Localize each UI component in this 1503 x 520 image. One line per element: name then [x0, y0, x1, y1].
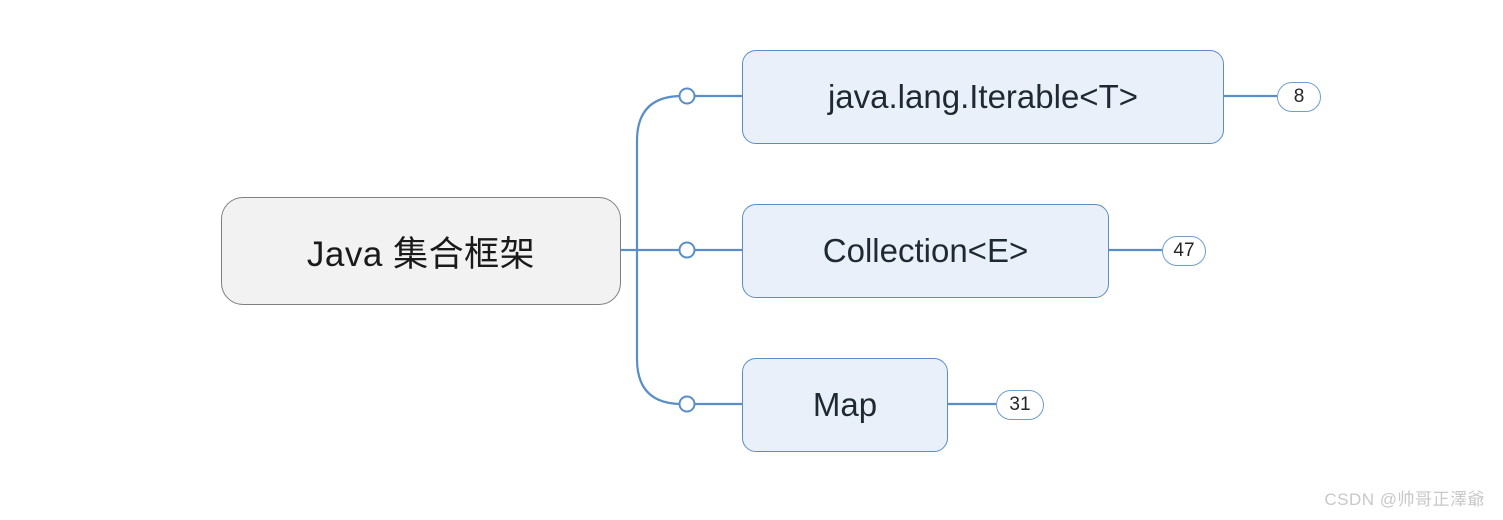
mindmap-node-map[interactable]: Map: [742, 358, 948, 452]
mindmap-node-collection[interactable]: Collection<E>: [742, 204, 1109, 298]
collapse-circle-icon[interactable]: [678, 87, 696, 105]
count-badge-iterable[interactable]: 8: [1277, 82, 1321, 112]
count-badge-map[interactable]: 31: [996, 390, 1044, 420]
mindmap-node-iterable[interactable]: java.lang.Iterable<T>: [742, 50, 1224, 144]
count-badge-collection[interactable]: 47: [1162, 236, 1206, 266]
watermark: CSDN @帅哥正澤爺: [1324, 490, 1485, 509]
root-node-label: Java 集合框架: [306, 234, 536, 274]
count-badge-map-value: 31: [1009, 394, 1031, 415]
connector-branch-map: [635, 250, 683, 406]
collapse-circle-icon[interactable]: [678, 241, 696, 259]
mindmap-root-node[interactable]: Java 集合框架: [221, 197, 621, 305]
node-label-iterable: java.lang.Iterable<T>: [827, 78, 1139, 115]
node-label-collection: Collection<E>: [822, 232, 1029, 269]
collapse-circle-icon[interactable]: [678, 395, 696, 413]
node-label-map: Map: [812, 386, 878, 423]
connector-branch-iterable: [635, 94, 683, 250]
count-badge-iterable-value: 8: [1293, 86, 1305, 107]
count-badge-collection-value: 47: [1173, 240, 1195, 261]
